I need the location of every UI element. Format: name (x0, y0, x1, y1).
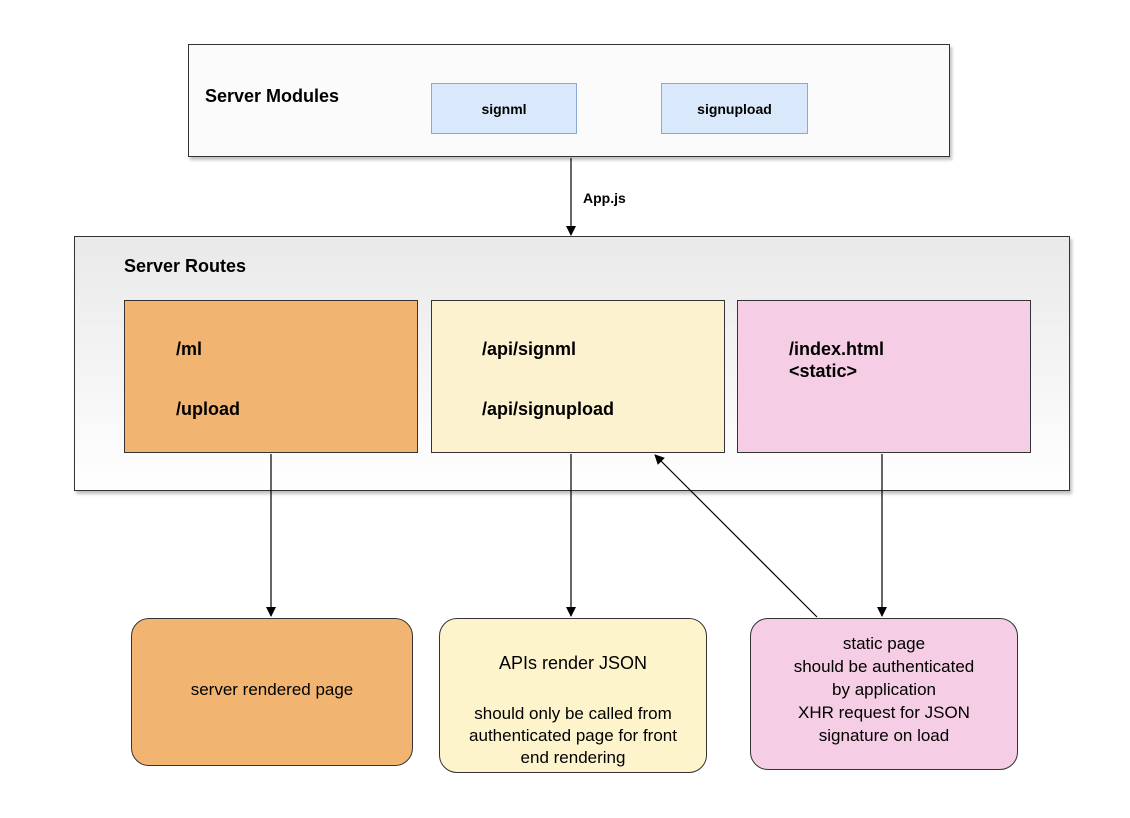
static-page-line-2: should be authenticated (793, 657, 975, 676)
module-signml: signml (431, 83, 577, 134)
appjs-edge-label: App.js (583, 190, 626, 206)
route-api-signml: /api/signml (482, 339, 577, 359)
server-rendered-page-node: server rendered page (131, 618, 413, 766)
static-page-node: static page should be authenticated by a… (750, 618, 1018, 770)
route-api-box (431, 300, 725, 453)
apis-json-heading: APIs render JSON (498, 653, 648, 673)
server-routes-title: Server Routes (124, 256, 247, 276)
route-index-html: /index.html (789, 339, 885, 359)
arrow-static-page-to-api (654, 454, 818, 618)
static-page-line-3: by application (832, 680, 936, 699)
route-upload: /upload (176, 399, 240, 419)
apis-json-note-2: authenticated page for front (469, 726, 677, 745)
server-rendered-page-text: server rendered page (190, 680, 354, 699)
static-page-line-5: signature on load (818, 726, 950, 745)
apis-json-note-1: should only be called from (474, 704, 672, 723)
route-static-tag: <static> (789, 361, 858, 381)
apis-json-node: APIs render JSON should only be called f… (439, 618, 707, 773)
apis-json-note-3: end rendering (520, 748, 626, 767)
static-page-line-4: XHR request for JSON (798, 703, 970, 722)
route-server-rendered-box (124, 300, 418, 453)
server-modules-title: Server Modules (205, 86, 340, 106)
route-api-signupload: /api/signupload (482, 399, 615, 419)
route-static-box (737, 300, 1031, 453)
route-ml: /ml (176, 339, 203, 359)
module-signupload: signupload (661, 83, 808, 134)
static-page-line-1: static page (842, 634, 926, 653)
